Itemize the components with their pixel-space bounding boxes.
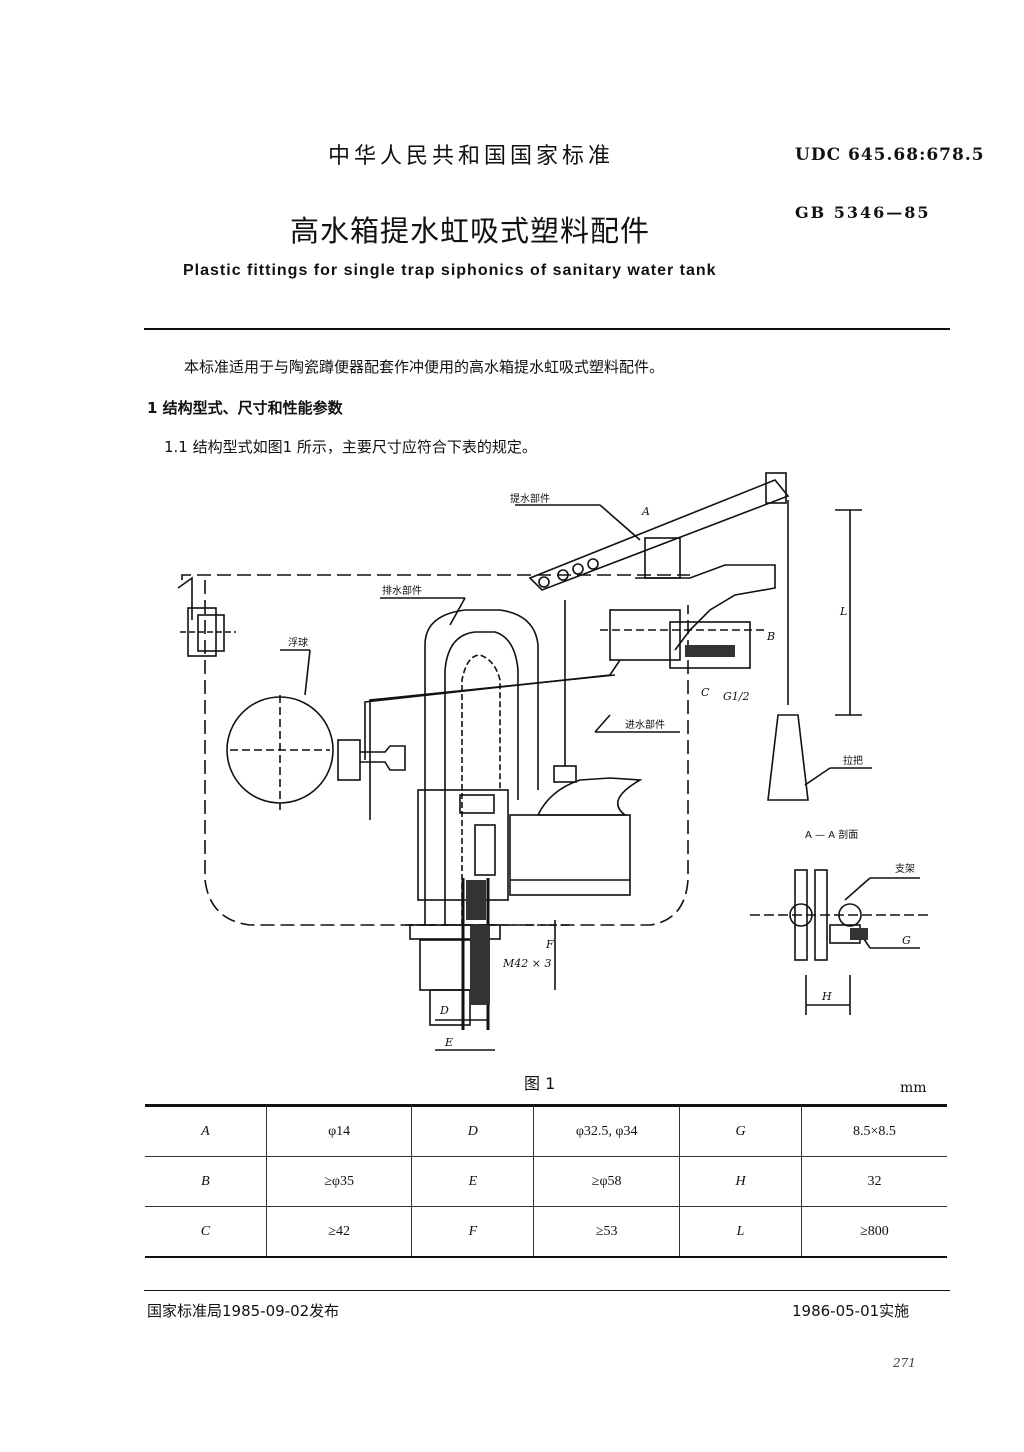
label-b: B <box>766 630 775 643</box>
footer-divider <box>144 1290 950 1291</box>
label-a-top: A <box>641 505 650 518</box>
table-cell: E <box>411 1156 535 1207</box>
standard-name: 中华人民共和国国家标准 <box>328 144 615 169</box>
table-cell: L <box>679 1206 802 1258</box>
label-thread: M42 × 3 <box>502 957 551 970</box>
table-cell: B <box>145 1156 267 1207</box>
table-cell: A <box>145 1105 267 1157</box>
table-row: C ≥42 F ≥53 L ≥800 <box>145 1206 947 1258</box>
gb-number: GB 5346—85 <box>795 203 931 222</box>
intro-paragraph: 本标准适用于与陶瓷蹲便器配套作冲便用的高水箱提水虹吸式塑料配件。 <box>184 358 665 376</box>
document-title-en: Plastic fittings for single trap siphoni… <box>183 262 717 279</box>
table-unit: mm <box>900 1080 927 1096</box>
label-inlet-part: 进水部件 <box>625 718 665 731</box>
table-cell: G <box>679 1105 802 1157</box>
label-f: F <box>545 938 554 951</box>
effective-date: 1986-05-01实施 <box>792 1302 910 1320</box>
table-cell: 8.5×8.5 <box>800 1105 947 1157</box>
page-number: 271 <box>893 1356 916 1370</box>
label-section-aa: A — A 剖面 <box>805 828 858 841</box>
label-g12: G1/2 <box>723 690 750 703</box>
label-h: H <box>821 990 832 1003</box>
label-handle: 拉把 <box>843 754 863 767</box>
figure-1-drawing: 提水部件 排水部件 浮球 进水部件 拉把 A — A 剖面 支架 M42 × 3… <box>177 472 930 1051</box>
figure-caption: 图 1 <box>524 1074 556 1093</box>
label-float: 浮球 <box>288 636 308 649</box>
table-cell: C <box>145 1206 267 1258</box>
header-divider <box>144 328 950 330</box>
label-bracket: 支架 <box>895 863 915 875</box>
dimension-table: A φ14 D φ32.5, φ34 G 8.5×8.5 B ≥φ35 E ≥φ… <box>145 1104 947 1258</box>
document-title-cn: 高水箱提水虹吸式塑料配件 <box>290 214 651 248</box>
label-drain-part: 排水部件 <box>382 584 422 597</box>
label-d: D <box>439 1004 449 1017</box>
label-l: L <box>839 605 847 618</box>
table-cell: 32 <box>800 1156 947 1207</box>
table-cell: ≥42 <box>265 1206 413 1258</box>
label-lift-part: 提水部件 <box>510 492 550 505</box>
table-row: A φ14 D φ32.5, φ34 G 8.5×8.5 <box>145 1105 947 1157</box>
table-cell: D <box>411 1105 535 1157</box>
label-e: E <box>444 1036 453 1049</box>
label-g: G <box>902 934 911 947</box>
label-c: C <box>701 686 710 699</box>
table-cell: ≥53 <box>533 1206 681 1258</box>
table-cell: φ32.5, φ34 <box>533 1105 681 1157</box>
udc-code: UDC 645.68:678.5 <box>795 145 985 165</box>
table-cell: H <box>679 1156 802 1207</box>
table-cell: ≥φ58 <box>533 1156 681 1207</box>
section-1-1-text: 1.1 结构型式如图1 所示，主要尺寸应符合下表的规定。 <box>164 438 537 456</box>
table-row: B ≥φ35 E ≥φ58 H 32 <box>145 1156 947 1207</box>
table-cell: ≥800 <box>800 1206 947 1258</box>
table-cell: F <box>411 1206 535 1258</box>
table-cell: φ14 <box>265 1105 413 1157</box>
issue-date: 国家标准局1985-09-02发布 <box>147 1302 340 1320</box>
table-cell: ≥φ35 <box>265 1156 413 1207</box>
section-1-heading: 1 结构型式、尺寸和性能参数 <box>147 399 343 417</box>
